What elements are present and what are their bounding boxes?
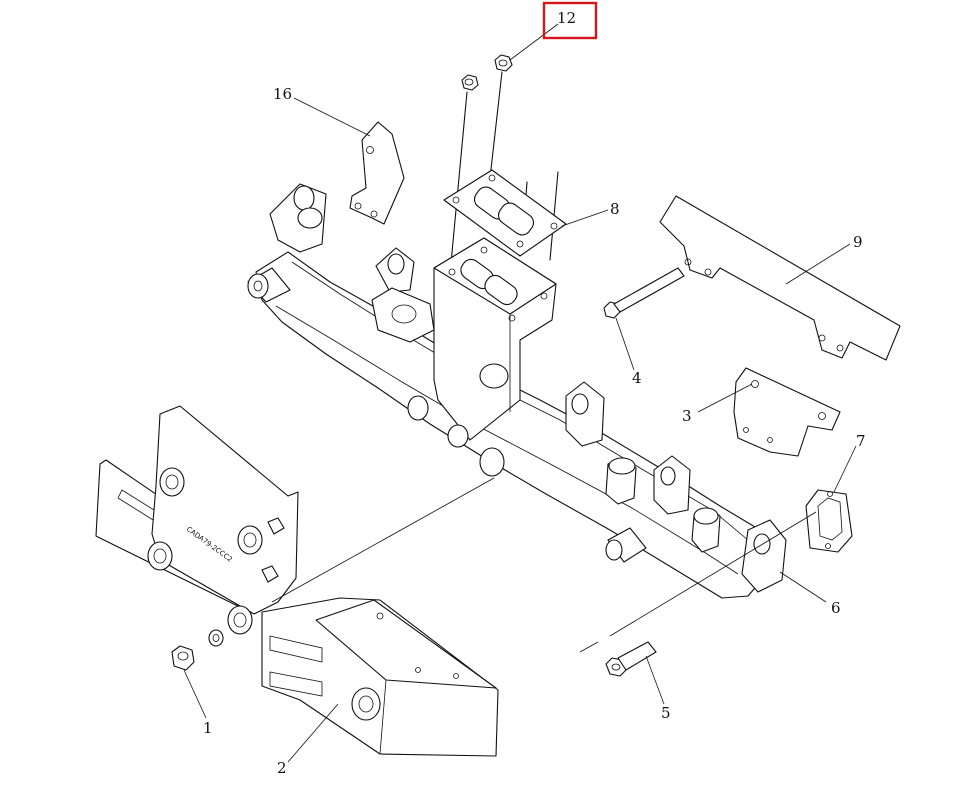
leader-lines [183, 23, 857, 763]
callout-2[interactable]: 2 [277, 759, 287, 777]
part-12-nuts-studs[interactable] [449, 54, 559, 275]
callout-16[interactable]: 16 [273, 85, 292, 103]
callout-9[interactable]: 9 [853, 233, 863, 251]
part-9-plate[interactable] [659, 195, 901, 361]
callout-1[interactable]: 1 [203, 719, 213, 737]
part-1-heat-shield[interactable]: CADA79-2CCC2 [95, 405, 299, 635]
callout-12[interactable]: 12 [557, 9, 576, 27]
callout-12-highlight-box [542, 1, 598, 40]
part-5-bolt[interactable] [605, 641, 657, 677]
part-7-gasket[interactable] [805, 489, 853, 553]
callout-8[interactable]: 8 [610, 200, 620, 218]
callout-7[interactable]: 7 [856, 432, 866, 450]
part-3-bracket[interactable] [733, 367, 841, 457]
part-6-stud-line [579, 511, 817, 653]
part-16-bracket[interactable] [349, 121, 405, 225]
part-1-bolt[interactable] [171, 629, 224, 671]
callout-4[interactable]: 4 [632, 369, 642, 387]
callout-5[interactable]: 5 [661, 704, 671, 722]
callout-3[interactable]: 3 [682, 407, 692, 425]
alignment-line [271, 477, 495, 603]
callout-labels: 16 12 8 9 4 3 7 6 5 1 2 [203, 9, 866, 777]
exhaust-manifold[interactable] [247, 183, 787, 599]
part-8-gasket[interactable] [443, 169, 567, 257]
callout-6[interactable]: 6 [831, 599, 841, 617]
part-2-heat-shield[interactable] [261, 597, 499, 757]
part-4-bolt[interactable] [603, 267, 685, 319]
